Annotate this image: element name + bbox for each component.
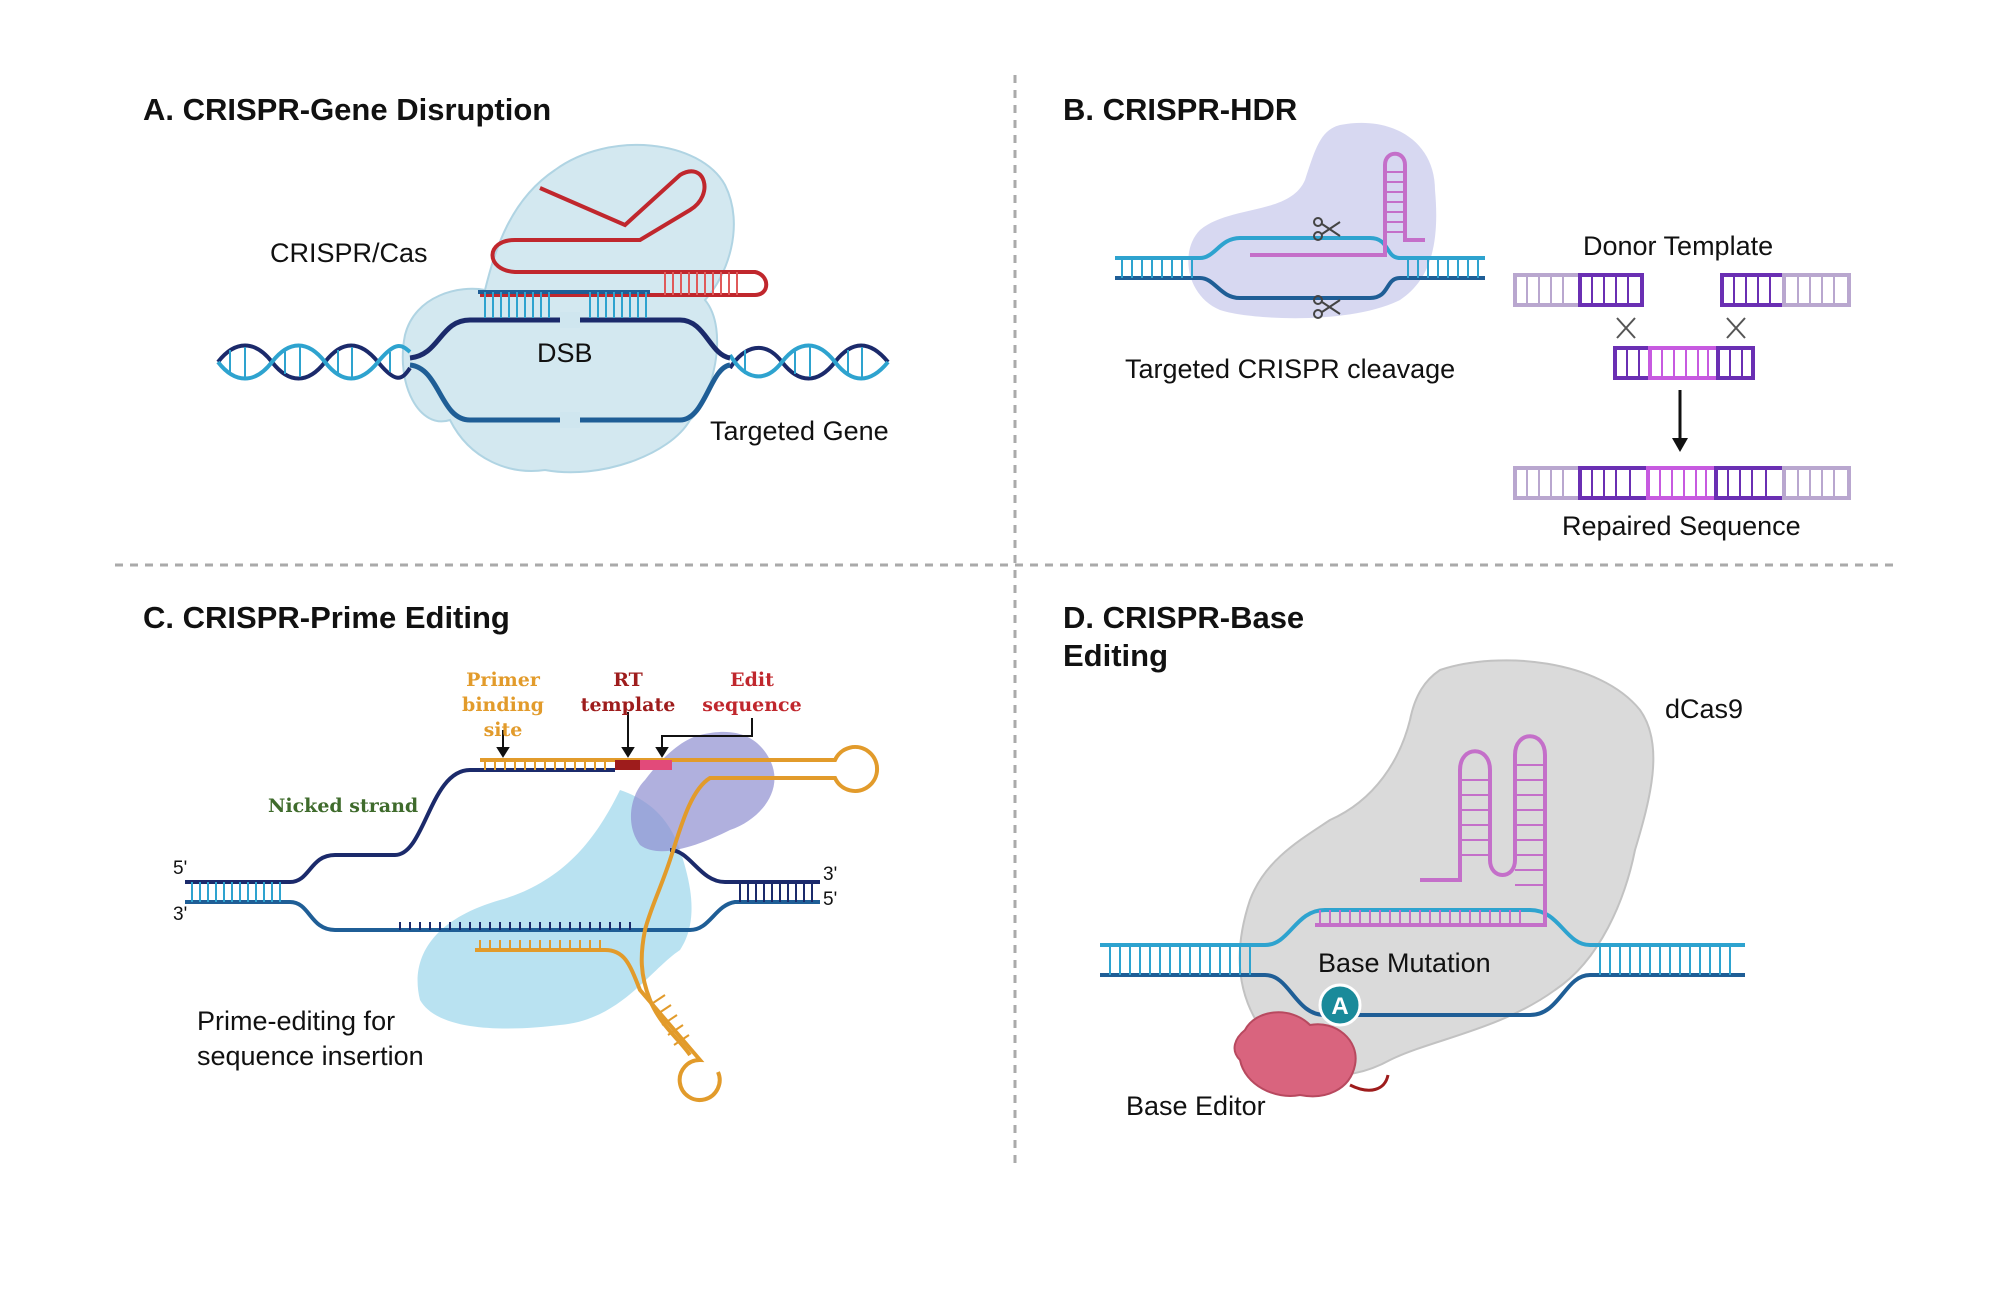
- crispr-cas-label: CRISPR/Cas: [270, 238, 428, 268]
- prime-dna-right-bases: [739, 882, 813, 902]
- edit-sequence-label-1: Edit: [730, 669, 774, 691]
- panel-c: C. CRISPR-Prime Editing: [143, 600, 879, 1102]
- donor-insert: [1613, 346, 1755, 380]
- panel-a-title: A. CRISPR-Gene Disruption: [143, 92, 551, 127]
- base-editor-enzyme: [1233, 1011, 1357, 1098]
- rt-template-segment: [615, 760, 640, 770]
- prime-dna-lower: [289, 900, 820, 932]
- dna-helix-left: [216, 343, 412, 381]
- guide-target-pairs: [484, 292, 647, 318]
- hdr-cas-protein: [1188, 122, 1437, 319]
- edit-sequence-label-2: sequence: [702, 694, 801, 716]
- nicked-strand: [289, 768, 615, 884]
- dna-bottom-strand: [409, 362, 731, 423]
- primer-binding-label-3: site: [484, 719, 523, 741]
- prime-cas-protein: [417, 790, 692, 1029]
- peg-rna-bases: [479, 760, 690, 1046]
- dcas9-protein: [1238, 659, 1655, 1077]
- dna-top-strand: [409, 317, 731, 361]
- dcas9-guide-rna: [1315, 734, 1547, 927]
- prime-dna-left: [185, 880, 290, 904]
- peg-rna-top: [480, 745, 879, 1057]
- nicked-strand-label: Nicked strand: [268, 795, 418, 817]
- hdr-guide-rna: [1250, 151, 1425, 257]
- prime-desc-line2: sequence insertion: [197, 1041, 424, 1071]
- dna-helix-right: [728, 343, 890, 381]
- targeted-gene-label: Targeted Gene: [710, 416, 889, 446]
- rt-template-label-2: template: [581, 694, 676, 716]
- scissors-icon: [1313, 217, 1341, 241]
- base-a-letter: A: [1331, 993, 1348, 1020]
- panel-a: A. CRISPR-Gene Disruption: [143, 92, 890, 474]
- guide-rna-bases: [664, 272, 738, 295]
- dsb-label: DSB: [537, 338, 593, 368]
- prime-desc-line1: Prime-editing for: [197, 1006, 395, 1036]
- primer-binding-label-2: binding: [462, 694, 544, 716]
- donor-template-label: Donor Template: [1583, 231, 1773, 261]
- end-5-left: 5': [173, 858, 187, 879]
- hdr-target-dna: [1115, 236, 1485, 300]
- primer-binding-label-1: Primer: [466, 669, 541, 691]
- donor-left-arm: [1513, 273, 1644, 307]
- down-arrow-icon: [1672, 390, 1688, 452]
- scissors-icon: [1313, 295, 1341, 319]
- panel-d-title-1: D. CRISPR-Base: [1063, 600, 1304, 635]
- repaired-sequence-dna: [1513, 466, 1851, 500]
- panel-d-title-2: Editing: [1063, 638, 1168, 673]
- dsb-gap-bottom: [560, 412, 580, 428]
- panel-d: D. CRISPR-Base Editing: [1063, 600, 1745, 1121]
- guide-rna: [480, 169, 769, 297]
- end-3-right: 3': [823, 864, 837, 885]
- targeted-cleavage-label: Targeted CRISPR cleavage: [1125, 354, 1455, 384]
- dsb-gap-top: [560, 312, 580, 328]
- panel-b-title: B. CRISPR-HDR: [1063, 92, 1297, 127]
- end-3-left: 3': [173, 904, 187, 925]
- edit-sequence-segment: [640, 760, 672, 770]
- peg-rna-lower: [475, 948, 722, 1102]
- end-5-right: 5': [823, 889, 837, 910]
- donor-right-arm: [1720, 273, 1851, 307]
- dcas9-dna: [1100, 908, 1745, 1017]
- lower-strand-bases: [399, 922, 631, 930]
- dcas9-guide-bases: [1319, 764, 1545, 925]
- base-mutation-label: Base Mutation: [1318, 948, 1491, 978]
- panel-b: B. CRISPR-HDR: [1063, 92, 1851, 541]
- panel-c-title: C. CRISPR-Prime Editing: [143, 600, 510, 635]
- reverse-transcriptase: [630, 731, 775, 852]
- base-a-badge: A: [1318, 983, 1362, 1027]
- crossover-icon: [1616, 317, 1746, 339]
- base-editor-label: Base Editor: [1126, 1091, 1266, 1121]
- base-editor-linker: [1349, 1074, 1390, 1092]
- label-arrows: [496, 712, 753, 758]
- prime-dna-right-top: [669, 848, 820, 884]
- cas-protein: [401, 144, 735, 474]
- rt-template-label-1: RT: [613, 669, 643, 691]
- repaired-sequence-label: Repaired Sequence: [1562, 511, 1801, 541]
- hdr-guide-hairpin-bases: [1385, 171, 1405, 233]
- dcas9-label: dCas9: [1665, 694, 1743, 724]
